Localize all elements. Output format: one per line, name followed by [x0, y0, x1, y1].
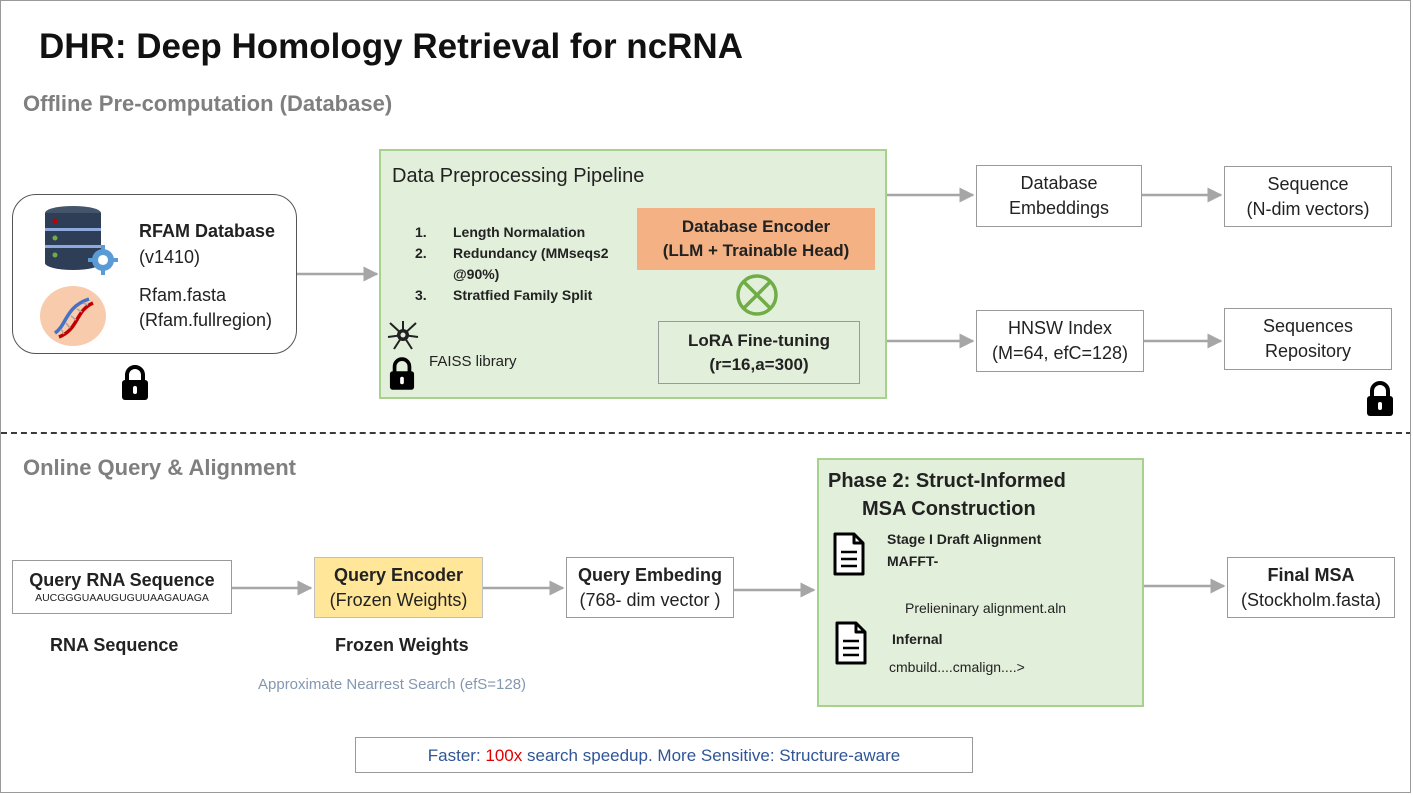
rfam-database-box: RFAM Database (v1410) Rfam.fasta (Rfam.f…: [12, 194, 297, 354]
query-embedding-detail: (768- dim vector ): [579, 589, 721, 610]
rfam-file-detail: (Rfam.fullregion): [139, 310, 273, 330]
sequence-line1: Sequence: [1267, 173, 1349, 194]
database-encoder-detail: (LLM + Trainable Head): [662, 241, 850, 260]
database-server-icon: [45, 206, 118, 275]
final-msa-label: Final MSA: [1267, 564, 1355, 585]
lora-finetuning-box: LoRA Fine-tuning (r=16,a=300): [658, 321, 860, 384]
preliminary-alignment-label: Prelieninary alignment.aln: [905, 600, 1067, 616]
lora-params: (r=16,a=300): [709, 354, 809, 374]
pipeline-step: 1.Length Normalation: [415, 224, 586, 240]
pipeline-step: 3.Stratfied Family Split: [415, 287, 593, 303]
hnsw-index-box: HNSW Index (M=64, efC=128): [976, 310, 1144, 372]
summary-rest: search speedup. More Sensitive: Structur…: [522, 745, 901, 765]
sequences-repository-box: Sequences Repository: [1224, 308, 1392, 370]
frozen-weights-caption: Frozen Weights: [335, 635, 469, 655]
lora-label: LoRA Fine-tuning: [688, 330, 830, 350]
stage1-title: Stage I Draft Alignment: [887, 531, 1042, 547]
repository-lock-icon: [1367, 381, 1393, 416]
pipeline-steps: 1.Length Normalation 2.Redundancy (MMseq…: [415, 222, 609, 306]
pipeline-step: @90%): [453, 266, 500, 282]
database-encoder-label: Database Encoder: [681, 217, 831, 236]
online-section-heading: Online Query & Alignment: [23, 455, 296, 480]
stage1-tool: MAFFT-: [887, 553, 939, 569]
document-icon: [833, 532, 865, 576]
db-embeddings-line2: Embeddings: [1008, 198, 1110, 218]
rna-sequence-caption: RNA Sequence: [50, 635, 179, 655]
query-rna-title: Query RNA Sequence: [29, 570, 215, 590]
section-divider: [1, 432, 1410, 434]
combine-operator-icon: [736, 274, 778, 316]
database-encoder-box: Database Encoder (LLM + Trainable Head): [637, 208, 875, 270]
hnsw-line2: (M=64, efC=128): [991, 343, 1129, 363]
offline-section-heading: Offline Pre-computation (Database): [23, 91, 393, 116]
hnsw-line1: HNSW Index: [1007, 318, 1113, 338]
preprocessing-pipeline-box: Data Preprocessing Pipeline 1.Length Nor…: [379, 149, 887, 399]
summary-faster: Faster:: [427, 745, 486, 765]
page-title: DHR: Deep Homology Retrieval for ncRNA: [39, 27, 743, 66]
neural-network-icon: [387, 321, 419, 350]
query-embedding-label: Query Embeding: [577, 564, 723, 585]
repo-line2: Repository: [1264, 341, 1352, 361]
summary-speedup-highlight: 100x: [485, 745, 523, 765]
pipeline-step: 2.Redundancy (MMseqs2: [415, 245, 609, 261]
query-encoder-box: Query Encoder (Frozen Weights): [314, 557, 483, 618]
rfam-name: RFAM Database: [139, 221, 276, 241]
phase2-title-line1: Phase 2: Struct-Informed: [828, 470, 1066, 492]
rfam-file: Rfam.fasta: [139, 285, 227, 305]
sequence-vectors-box: Sequence (N-dim vectors): [1224, 166, 1392, 227]
final-msa-box: Final MSA (Stockholm.fasta): [1227, 557, 1395, 618]
query-embedding-box: Query Embeding (768- dim vector ): [566, 557, 734, 618]
query-encoder-detail: (Frozen Weights): [329, 589, 468, 610]
summary-banner: Faster: 100x search speedup. More Sensit…: [355, 737, 973, 773]
ann-search-caption: Approximate Nearrest Search (efS=128): [258, 676, 527, 693]
sequence-line2: (N-dim vectors): [1246, 198, 1370, 219]
final-msa-detail: (Stockholm.fasta): [1240, 589, 1382, 610]
pipeline-title: Data Preprocessing Pipeline: [392, 165, 645, 187]
infernal-label: Infernal: [892, 631, 943, 647]
pipeline-lock-icon: [389, 357, 415, 390]
cmbuild-label: cmbuild....cmalign....>: [889, 659, 1025, 675]
rfam-version: (v1410): [139, 247, 201, 267]
lock-icon: [122, 365, 148, 400]
query-rna-sequence-text: AUCGGGUAAUGUGUUAAGAUAGA: [35, 592, 209, 604]
phase2-title-line2: MSA Construction: [862, 498, 1036, 520]
query-encoder-label: Query Encoder: [333, 564, 464, 585]
infernal-document-icon: [835, 621, 867, 665]
dna-helix-icon: [40, 286, 106, 346]
repo-line1: Sequences: [1262, 316, 1354, 336]
phase2-msa-box: Phase 2: Struct-Informed MSA Constructio…: [817, 458, 1144, 707]
faiss-library-label: FAISS library: [429, 353, 517, 370]
db-embeddings-line1: Database: [1020, 173, 1098, 193]
query-rna-sequence-box: Query RNA Sequence AUCGGGUAAUGUGUUAAGAUA…: [12, 560, 232, 614]
database-embeddings-box: Database Embeddings: [976, 165, 1142, 227]
